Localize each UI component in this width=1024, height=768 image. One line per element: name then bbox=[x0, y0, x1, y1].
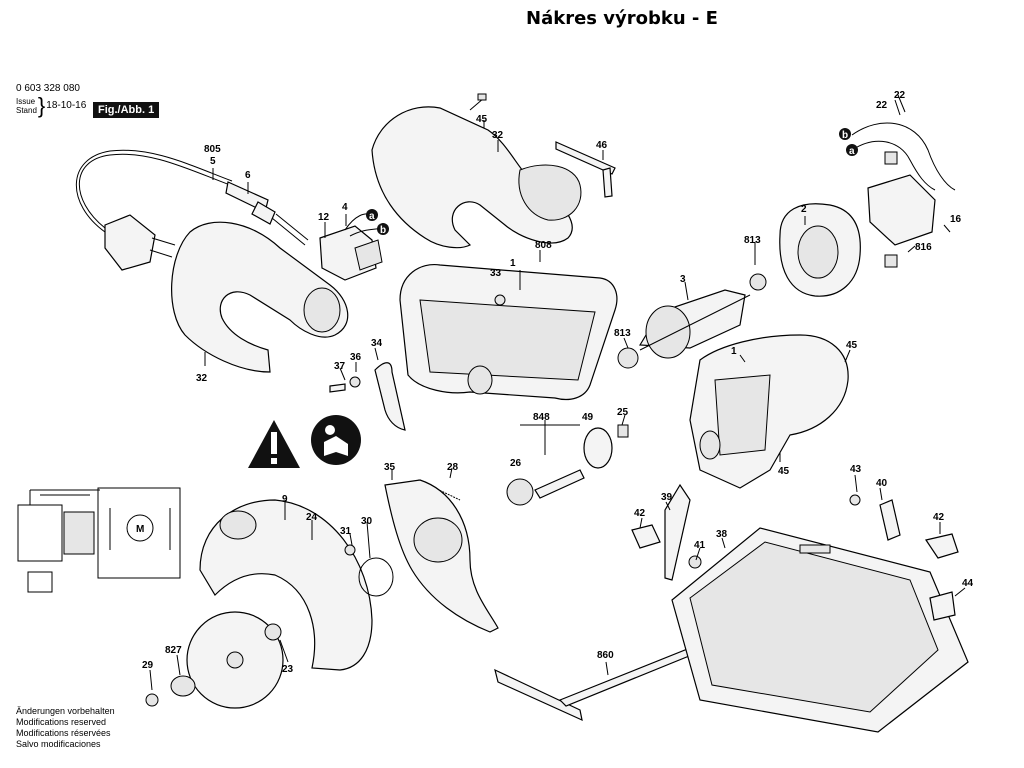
issue-labels: Issue Stand bbox=[16, 97, 37, 115]
callout-816: 816 bbox=[915, 242, 932, 253]
callout-35: 35 bbox=[384, 462, 396, 473]
callout-16: 16 bbox=[950, 214, 962, 225]
callout-9: 9 bbox=[282, 494, 288, 505]
callout-22: 22 bbox=[876, 100, 888, 111]
plug-icon bbox=[104, 214, 176, 271]
callout-25: 25 bbox=[617, 407, 629, 418]
callout-29: 29 bbox=[142, 660, 154, 671]
callout-848: 848 bbox=[533, 412, 550, 423]
callout-45: 45 bbox=[476, 114, 488, 125]
callout-32: 32 bbox=[196, 373, 208, 384]
callout-24: 24 bbox=[306, 512, 318, 523]
issue-label: Issue bbox=[16, 97, 36, 106]
callout-39: 39 bbox=[661, 492, 673, 503]
callout-37: 37 bbox=[334, 361, 346, 372]
wire-marker-b: b bbox=[380, 225, 386, 236]
callout-808: 808 bbox=[535, 240, 552, 251]
callout-813: 813 bbox=[614, 328, 631, 339]
footnote-es: Salvo modificaciones bbox=[16, 739, 101, 749]
callout-49: 49 bbox=[582, 412, 594, 423]
callout-23: 23 bbox=[282, 664, 294, 675]
issue-block: Issue Stand } 18-10-16 bbox=[16, 93, 87, 118]
field-stator bbox=[779, 203, 861, 297]
callout-4: 4 bbox=[342, 202, 348, 213]
wire-marker-b: b bbox=[842, 130, 848, 141]
base-plate bbox=[631, 483, 969, 733]
wire-markers: a b b a bbox=[366, 128, 858, 236]
callout-46: 46 bbox=[596, 140, 608, 151]
footnote-de: Änderungen vorbehalten bbox=[16, 706, 115, 716]
power-cord bbox=[75, 149, 309, 246]
page-title: Nákres výrobku - E bbox=[526, 8, 718, 29]
callout-43: 43 bbox=[850, 464, 862, 475]
callout-42: 42 bbox=[634, 508, 646, 519]
warning-triangle-icon bbox=[248, 420, 300, 468]
callout-33: 33 bbox=[490, 268, 502, 279]
callout-36: 36 bbox=[350, 352, 362, 363]
footnotes: Änderungen vorbehalten Modifications res… bbox=[16, 706, 115, 750]
armature bbox=[617, 273, 767, 369]
callout-45: 45 bbox=[846, 340, 858, 351]
callout-1: 1 bbox=[510, 258, 516, 269]
wire-marker-a: a bbox=[369, 211, 375, 222]
wire-marker-a: a bbox=[849, 146, 855, 157]
front-handle bbox=[171, 221, 349, 373]
saw-blade bbox=[145, 611, 284, 709]
callout-22: 22 bbox=[894, 90, 906, 101]
callout-805: 805 bbox=[204, 144, 221, 155]
callout-41: 41 bbox=[694, 540, 706, 551]
footnote-en: Modifications reserved bbox=[16, 717, 107, 727]
callout-44: 44 bbox=[962, 578, 974, 589]
switch-assembly bbox=[319, 213, 383, 281]
callout-38: 38 bbox=[716, 529, 728, 540]
figure-label: Fig./Abb. 1 bbox=[93, 102, 160, 118]
gear-shaft bbox=[506, 424, 629, 506]
stand-label: Stand bbox=[16, 106, 37, 115]
brush-holder bbox=[851, 122, 956, 268]
callout-45: 45 bbox=[778, 466, 790, 477]
svg-text:M: M bbox=[136, 524, 144, 535]
callout-labels: 805 5 6 12 4 45 32 46 22 22 2 16 816 813… bbox=[142, 90, 974, 675]
callout-1: 1 bbox=[731, 346, 737, 357]
read-manual-icon bbox=[311, 415, 361, 465]
issue-date: 18-10-16 bbox=[46, 100, 87, 111]
motor-schematic-icon: M bbox=[17, 487, 181, 593]
callout-5: 5 bbox=[210, 156, 216, 167]
part-number: 0 603 328 080 bbox=[16, 83, 80, 94]
callout-30: 30 bbox=[361, 516, 373, 527]
callout-2: 2 bbox=[801, 204, 807, 215]
callout-40: 40 bbox=[876, 478, 888, 489]
rear-handle bbox=[371, 93, 582, 249]
callout-860: 860 bbox=[597, 650, 614, 661]
motor-housing bbox=[689, 334, 849, 489]
callout-42: 42 bbox=[933, 512, 945, 523]
callout-6: 6 bbox=[245, 170, 251, 181]
housing-half bbox=[399, 263, 618, 401]
lower-blade-guard bbox=[344, 479, 499, 633]
callout-3: 3 bbox=[680, 274, 686, 285]
footnote-fr: Modifications réservées bbox=[16, 728, 111, 738]
callout-827: 827 bbox=[165, 645, 182, 656]
callout-813: 813 bbox=[744, 235, 761, 246]
callout-12: 12 bbox=[318, 212, 330, 223]
allen-key bbox=[555, 141, 616, 198]
callout-28: 28 bbox=[447, 462, 459, 473]
parallel-guide bbox=[494, 647, 695, 722]
small-parts bbox=[329, 362, 461, 501]
callout-31: 31 bbox=[340, 526, 352, 537]
upper-blade-guard bbox=[199, 499, 373, 671]
callout-34: 34 bbox=[371, 338, 383, 349]
callout-leaders bbox=[149, 94, 966, 691]
callout-32: 32 bbox=[492, 130, 504, 141]
brace: } bbox=[37, 93, 46, 118]
callout-26: 26 bbox=[510, 458, 522, 469]
